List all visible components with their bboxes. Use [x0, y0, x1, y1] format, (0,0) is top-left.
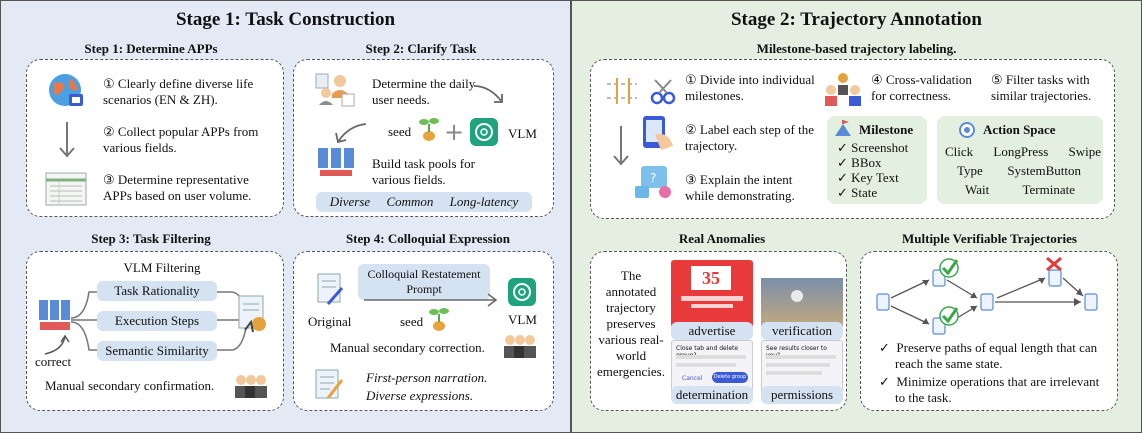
step4-original-label: Original: [308, 314, 352, 329]
label-advertise: advertise: [671, 322, 753, 340]
milestone-item: ✓ Key Text: [837, 170, 899, 185]
milestone-item: ✓ BBox: [837, 155, 882, 170]
filter-semantic-similarity: Semantic Similarity: [97, 341, 217, 361]
vlm-logo-icon: [508, 278, 536, 306]
anomalies-title: Real Anomalies: [678, 231, 766, 246]
original-doc-icon: [317, 273, 344, 305]
step4-arrow: [364, 293, 498, 307]
curved-arrow-left-icon: [335, 123, 367, 144]
step1-item-3: ③ Determine representative APPs based on…: [103, 172, 252, 203]
label-determination: determination: [671, 386, 753, 404]
tag-common: Common: [386, 194, 434, 209]
app-list-icon: [45, 172, 87, 206]
certified-doc-icon: [238, 295, 266, 333]
verifiable-panel: ✓ Preserve paths of equal length that ca…: [860, 251, 1118, 411]
dialog-ok[interactable]: Delete group: [712, 372, 748, 383]
action-space-box: Action Space Click LongPress Swipe Type …: [937, 116, 1103, 204]
filter-execution-steps: Execution Steps: [97, 311, 217, 331]
svg-text:?: ?: [650, 171, 656, 185]
stage1-title: Stage 1: Task Construction: [175, 9, 396, 30]
step3-correct-label: correct: [35, 354, 72, 369]
step2-pools: Build task pools for various fields.: [372, 156, 475, 187]
milestone-title: Milestone: [859, 122, 914, 137]
stage1-section: Stage 1: Task Construction Step 1: Deter…: [0, 0, 571, 433]
verifiable-point-2: ✓ Minimize operations that are irrelevan…: [879, 374, 1100, 405]
step1-title: Step 1: Determine APPs: [84, 41, 218, 56]
verification-screenshot: [761, 260, 843, 328]
step3-title: Step 3: Task Filtering: [91, 231, 211, 246]
action-row-2: Type SystemButton: [957, 163, 1081, 178]
milestone-step-3: ③ Explain the intent while demonstrating…: [685, 172, 795, 203]
step1-item-1: ① Clearly define diverse life scenarios …: [103, 76, 254, 107]
action-space-title: Action Space: [983, 122, 1056, 137]
step2-panel: Determine the daily user needs. seed + V…: [293, 59, 554, 217]
dialog-cancel[interactable]: Cancel: [682, 375, 703, 382]
tag-diverse: Diverse: [329, 194, 371, 209]
milestone-step-4: ④ Cross-validation for correctness.: [871, 72, 972, 103]
step3-filter-label: VLM Filtering: [123, 260, 201, 275]
task-pool-server-icon: [318, 148, 354, 176]
notes-icon: [315, 369, 344, 399]
stage2-section: Stage 2: Trajectory Annotation Milestone…: [571, 0, 1142, 433]
seed-sprout-icon: [429, 308, 449, 331]
step2-tags: Diverse Common Long-latency: [316, 192, 532, 212]
reviewers-icon: [235, 375, 267, 398]
seed-sprout-icon: [419, 118, 439, 141]
flag-icon: [835, 120, 851, 136]
milestone-panel: ① Divide into individual milestones. ② L…: [590, 59, 1115, 219]
anomalies-panel: The annotated trajectory preserves vario…: [590, 251, 847, 411]
verifiable-point-1: ✓ Preserve paths of equal length that ca…: [879, 340, 1098, 371]
cross-validation-icon: [825, 73, 861, 106]
label-verification: verification: [761, 322, 843, 340]
label-permissions: permissions: [761, 386, 843, 404]
step2-title: Step 2: Clarify Task: [365, 41, 477, 56]
milestone-step-2: ② Label each step of the trajectory.: [685, 122, 814, 153]
tag-long-latency: Long-latency: [449, 194, 519, 209]
step4-vlm-label: VLM: [508, 312, 537, 327]
stage2-subtitle: Milestone-based trajectory labeling.: [756, 41, 957, 56]
correct-arrow-icon: [44, 334, 70, 355]
down-arrow-icon: [613, 126, 629, 166]
step3-panel: VLM Filtering Task Rationality Execution…: [26, 251, 284, 411]
step4-correction: Manual secondary correction.: [330, 340, 485, 355]
milestone-box: Milestone ✓ Screenshot ✓ BBox ✓ Key Text…: [827, 116, 927, 204]
step2-seed-label: seed: [388, 124, 412, 139]
vlm-logo-icon: [470, 118, 498, 146]
step1-item-2: ② Collect popular APPs from various fiel…: [103, 124, 259, 155]
scissors-divide-icon: [607, 78, 676, 105]
user-needs-icon: [315, 73, 355, 107]
step3-confirm: Manual secondary confirmation.: [45, 378, 215, 393]
step4-prompt: Colloquial Restatement Prompt: [358, 264, 490, 300]
globe-apps-icon: [49, 74, 83, 106]
milestone-item: ✓ State: [837, 185, 878, 200]
advertise-screenshot: 35: [671, 260, 753, 328]
action-row-1: Click LongPress Swipe: [945, 144, 1101, 159]
down-arrow-icon: [59, 122, 75, 158]
action-row-3: Wait Terminate: [965, 182, 1075, 197]
anomalies-description: The annotated trajectory preserves vario…: [597, 268, 665, 379]
explain-screen-icon: ?: [635, 166, 671, 198]
milestone-step-5: ⑤ Filter tasks with similar trajectories…: [991, 72, 1092, 103]
curved-arrow-icon: [473, 85, 503, 103]
verifiable-title: Multiple Verifiable Trajectories: [902, 231, 1077, 246]
phone-tap-icon: [643, 116, 673, 150]
step4-panel: Colloquial Restatement Prompt Original s…: [293, 251, 554, 411]
step4-note-1: First-person narration.: [366, 370, 488, 385]
milestone-step-1: ① Divide into individual milestones.: [685, 72, 815, 103]
reviewers-icon: [504, 335, 536, 358]
stage2-title: Stage 2: Trajectory Annotation: [730, 9, 983, 30]
ad-number: 35: [691, 266, 731, 290]
step2-plus: +: [444, 118, 465, 146]
step2-needs: Determine the daily user needs.: [372, 76, 476, 107]
step4-title: Step 4: Colloquial Expression: [345, 231, 511, 246]
trajectory-graph: [876, 256, 1098, 335]
target-icon: [959, 122, 975, 138]
milestone-item: ✓ Screenshot: [837, 140, 909, 155]
step4-seed-label: seed: [400, 314, 424, 329]
filter-task-rationality: Task Rationality: [97, 281, 217, 301]
step4-note-2: Diverse expressions.: [366, 388, 474, 403]
step2-vlm-label: VLM: [508, 126, 537, 141]
filter-server-icon: [39, 300, 70, 330]
step1-panel: ① Clearly define diverse life scenarios …: [26, 59, 284, 217]
